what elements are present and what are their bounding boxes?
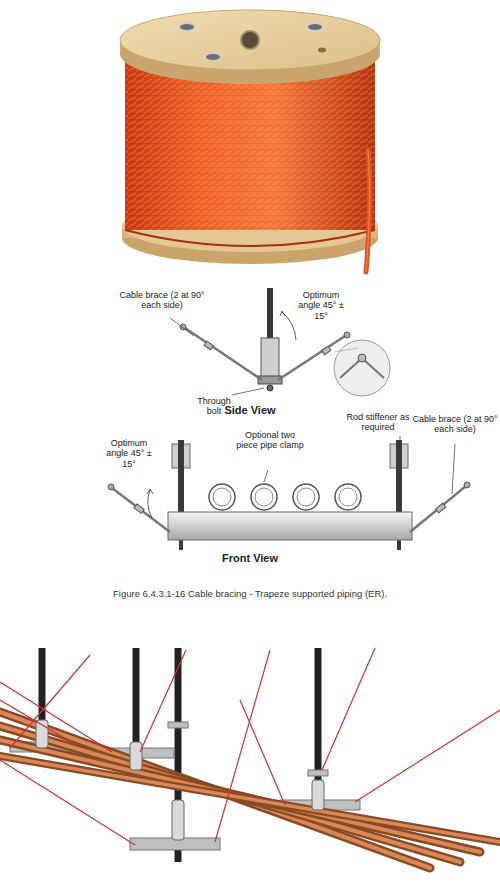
callout-label: Optional two piece pipe clamp <box>236 430 304 451</box>
view-title: Side View <box>205 404 295 417</box>
cable-spool <box>120 10 380 272</box>
callout-label: Cable brace (2 at 90° each side) <box>112 290 212 311</box>
view-title: Front View <box>205 552 295 565</box>
front-view-drawing <box>108 436 470 550</box>
callout-label: Optimum angle 45° ± 15° <box>292 290 350 321</box>
figure-caption: Figure 6.4.3.1-16 Cable bracing - Trapez… <box>113 588 387 599</box>
callout-label: Cable brace (2 at 90° each side) <box>412 414 498 435</box>
trapeze-render <box>0 648 500 868</box>
side-view-drawing <box>170 288 390 396</box>
callout-label: Optimum angle 45° ± 15° <box>100 438 158 469</box>
callout-label: Rod stiffener as required <box>344 412 412 433</box>
